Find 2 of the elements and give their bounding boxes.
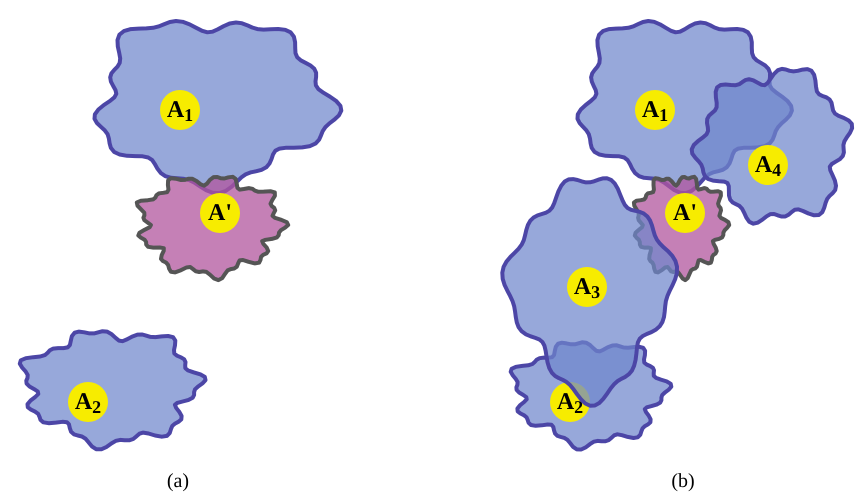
panel-caption: (b) bbox=[671, 469, 695, 494]
panel-caption: (a) bbox=[166, 469, 190, 494]
